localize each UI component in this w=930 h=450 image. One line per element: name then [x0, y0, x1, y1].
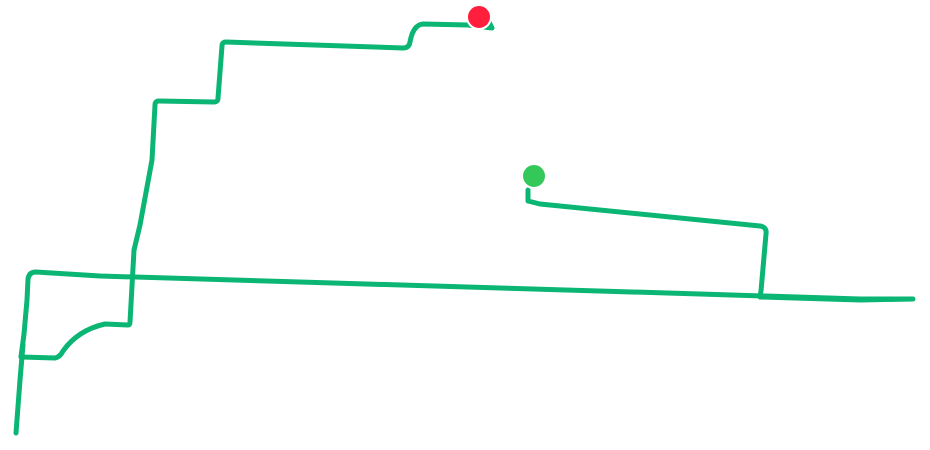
start-marker[interactable]	[521, 163, 547, 189]
markers-layer	[466, 4, 547, 189]
route-path[interactable]	[18, 19, 916, 361]
route-layer	[13, 19, 916, 436]
end-marker[interactable]	[466, 4, 492, 30]
route-spur	[13, 342, 26, 436]
